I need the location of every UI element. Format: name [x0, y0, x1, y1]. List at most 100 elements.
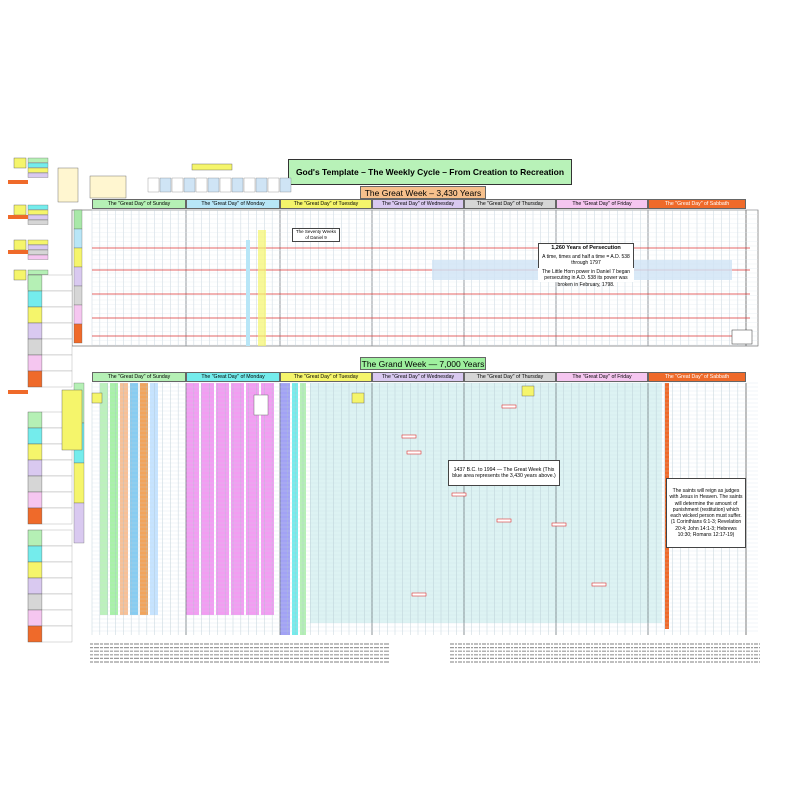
sidebar-day-block: [27, 609, 43, 627]
top-grid-cell: [279, 177, 292, 193]
sidebar-tag: [13, 269, 27, 281]
top-grid-cell: [171, 177, 184, 193]
sidebar-swatch: [27, 214, 49, 220]
sidebar-day-block: [27, 459, 43, 477]
top-grid-cell: [255, 177, 268, 193]
sidebar-day-block: [27, 338, 43, 356]
sidebar-day-row: [41, 625, 73, 643]
event-tag: [521, 385, 535, 397]
seventy-weeks-note: The Seventy Weeks of Daniel 9: [292, 228, 340, 242]
sidebar-day-row: [41, 609, 73, 627]
tuesday-band: [292, 383, 298, 635]
day-header-2: The "Great Day" of Tuesday: [280, 372, 372, 382]
sidebar-day-block: [27, 593, 43, 611]
great-week-range-note: 1437 B.C. to 1994 — The Great Week (This…: [448, 460, 560, 486]
sidebar-swatch: [27, 172, 49, 178]
great-week-title: The Great Week – 3,430 Years: [360, 186, 486, 199]
top-tag: [191, 163, 233, 171]
event-tag: [351, 392, 365, 404]
top-grid-cell: [207, 177, 220, 193]
sidebar-day-block: [27, 443, 43, 461]
top-grid-cell: [195, 177, 208, 193]
sidebar-day-block: [27, 507, 43, 525]
top-grid-cell: [243, 177, 256, 193]
sidebar-day-row: [41, 459, 73, 477]
sidebar-red-tag: [8, 390, 28, 394]
top-grid-cell: [231, 177, 244, 193]
sidebar-day-row: [41, 274, 73, 292]
left-sidebar-legend: [8, 157, 83, 643]
footer-fine-print: [90, 643, 760, 663]
grand-side-block: [73, 502, 85, 544]
event-marker: [411, 592, 427, 597]
sidebar-day-block: [27, 577, 43, 595]
sidebar-day-block: [27, 322, 43, 340]
event-marker: [406, 450, 422, 455]
day-header-4: The "Great Day" of Thursday: [464, 372, 556, 382]
sidebar-day-block: [27, 545, 43, 563]
great-week-grid: [71, 209, 759, 347]
sidebar-day-row: [41, 561, 73, 579]
top-grid-cell: [267, 177, 280, 193]
sidebar-tag: [13, 204, 27, 216]
sidebar-swatch: [27, 269, 49, 275]
day-header-6: The "Great Day" of Sabbath: [648, 372, 746, 382]
day-header-3: The "Great Day" of Wednesday: [372, 199, 464, 209]
sidebar-swatch: [27, 254, 49, 260]
event-tag: [91, 392, 103, 404]
great-side-block: [73, 323, 83, 344]
sidebar-day-block: [27, 290, 43, 308]
sidebar-swatch: [27, 239, 49, 245]
top-grid-cell: [183, 177, 196, 193]
sidebar-day-block: [27, 354, 43, 372]
sidebar-day-block: [27, 274, 43, 292]
day-header-5: The "Great Day" of Friday: [556, 199, 648, 209]
sidebar-day-row: [41, 338, 73, 356]
top-note: [89, 175, 127, 199]
sidebar-swatch: [27, 157, 49, 163]
sidebar-swatch: [27, 167, 49, 173]
event-marker: [496, 518, 512, 523]
sidebar-day-block: [27, 475, 43, 493]
event-marker: [551, 522, 567, 527]
event-marker: [591, 582, 607, 587]
sidebar-day-block: [27, 491, 43, 509]
corner-box: [731, 329, 753, 345]
sidebar-day-row: [41, 593, 73, 611]
day-header-4: The "Great Day" of Thursday: [464, 199, 556, 209]
sidebar-swatch: [27, 249, 49, 255]
day-header-6: The "Great Day" of Sabbath: [648, 199, 746, 209]
top-grid-cell: [159, 177, 172, 193]
sidebar-note: [61, 389, 83, 451]
monday-band: [246, 240, 250, 346]
saints-note: The saints will reign as judges with Jes…: [666, 478, 746, 548]
sidebar-swatch: [27, 209, 49, 215]
sidebar-swatch: [27, 244, 49, 250]
day-header-0: The "Great Day" of Sunday: [92, 372, 186, 382]
grand-week-title: The Grand Week — 7,000 Years: [360, 357, 486, 370]
sidebar-red-tag: [8, 250, 28, 254]
sidebar-day-block: [27, 427, 43, 445]
sidebar-day-row: [41, 577, 73, 595]
sidebar-day-row: [41, 322, 73, 340]
sidebar-tag: [13, 157, 27, 169]
sidebar-swatch: [27, 204, 49, 210]
event-marker: [501, 404, 517, 409]
sidebar-tag: [13, 239, 27, 251]
sidebar-swatch: [27, 219, 49, 225]
day-header-3: The "Great Day" of Wednesday: [372, 372, 464, 382]
sidebar-day-block: [27, 625, 43, 643]
sidebar-day-block: [27, 306, 43, 324]
sidebar-red-tag: [8, 180, 28, 184]
day-header-2: The "Great Day" of Tuesday: [280, 199, 372, 209]
sidebar-swatch: [27, 162, 49, 168]
grand-week-grid: [72, 382, 758, 635]
top-grid-cell: [147, 177, 160, 193]
persecution-title: 1,260 Years of Persecution: [551, 245, 621, 251]
day-header-1: The "Great Day" of Monday: [186, 199, 280, 209]
day-header-1: The "Great Day" of Monday: [186, 372, 280, 382]
tuesday-band: [280, 383, 290, 635]
